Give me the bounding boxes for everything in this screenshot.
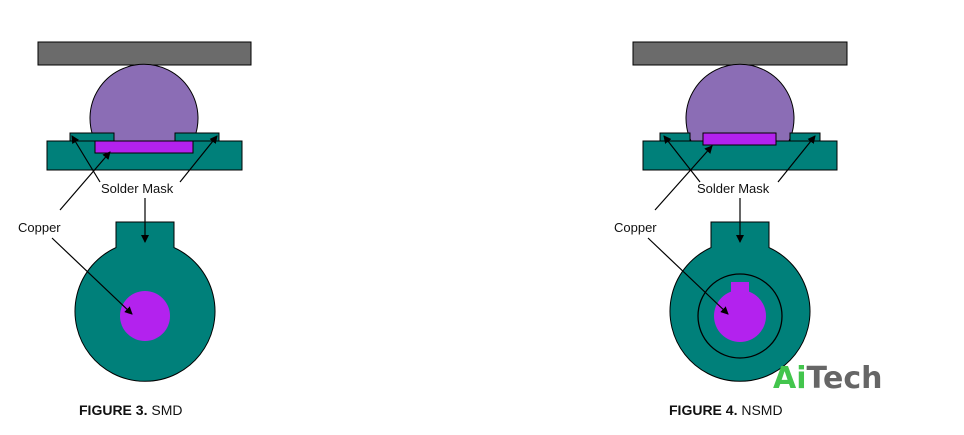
- nsmd-solder-mask-label: Solder Mask: [697, 181, 770, 196]
- nsmd-copper-pad: [702, 132, 777, 146]
- smd-copper-pad: [94, 140, 194, 154]
- nsmd-mask-arrow-right: [777, 135, 816, 183]
- smd-copper-arrow-top: [59, 151, 111, 211]
- nsmd-copper-arrow-top: [654, 145, 713, 211]
- smd-mask-arrow-right: [179, 135, 218, 183]
- smd-solder-ball: [89, 63, 199, 142]
- watermark-ai: Ai: [773, 361, 807, 396]
- nsmd-top-view: [669, 221, 811, 382]
- nsmd-mask-arrow-left: [663, 135, 701, 183]
- nsmd-solder-mask-left: [659, 132, 691, 142]
- nsmd-caption: FIGURE 4. NSMD: [669, 402, 783, 418]
- smd-copper-exposed: [120, 291, 170, 341]
- nsmd-arrows: [647, 135, 816, 315]
- smd-cross-section: [37, 41, 252, 171]
- smd-solder-mask-label: Solder Mask: [101, 181, 174, 196]
- nsmd-top-plate: [632, 41, 848, 66]
- nsmd-copper-exposed: [714, 290, 766, 342]
- nsmd-mask-opening: [697, 273, 783, 359]
- nsmd-solder-mask-right: [789, 132, 821, 142]
- nsmd-copper-arrow-bottom: [647, 237, 729, 315]
- smd-copper-label: Copper: [18, 220, 61, 235]
- smd-caption: FIGURE 3. SMD: [79, 402, 182, 418]
- nsmd-caption-number: FIGURE 4.: [669, 402, 737, 418]
- smd-solder-mask-right: [174, 132, 220, 142]
- smd-mask-arrow-left: [71, 135, 101, 183]
- nsmd-solder-ball: [685, 63, 795, 142]
- figure-smd: Solder Mask Copper FIGURE 3. SMD: [18, 41, 252, 418]
- smd-caption-text: SMD: [147, 402, 182, 418]
- figure-nsmd: Solder Mask Copper FIGURE 4. NSMD: [614, 41, 848, 418]
- nsmd-cross-section: [632, 41, 848, 171]
- smd-caption-number: FIGURE 3.: [79, 402, 147, 418]
- smd-copper-arrow-bottom: [51, 237, 133, 315]
- aitech-watermark-logo: AiTech: [773, 361, 882, 396]
- watermark-tech: Tech: [807, 361, 883, 396]
- smd-arrows: [51, 135, 218, 315]
- nsmd-copper-label: Copper: [614, 220, 657, 235]
- smd-top-view: [74, 221, 216, 382]
- nsmd-caption-text: NSMD: [737, 402, 782, 418]
- smd-solder-mask-left: [69, 132, 115, 142]
- smd-top-plate: [37, 41, 252, 66]
